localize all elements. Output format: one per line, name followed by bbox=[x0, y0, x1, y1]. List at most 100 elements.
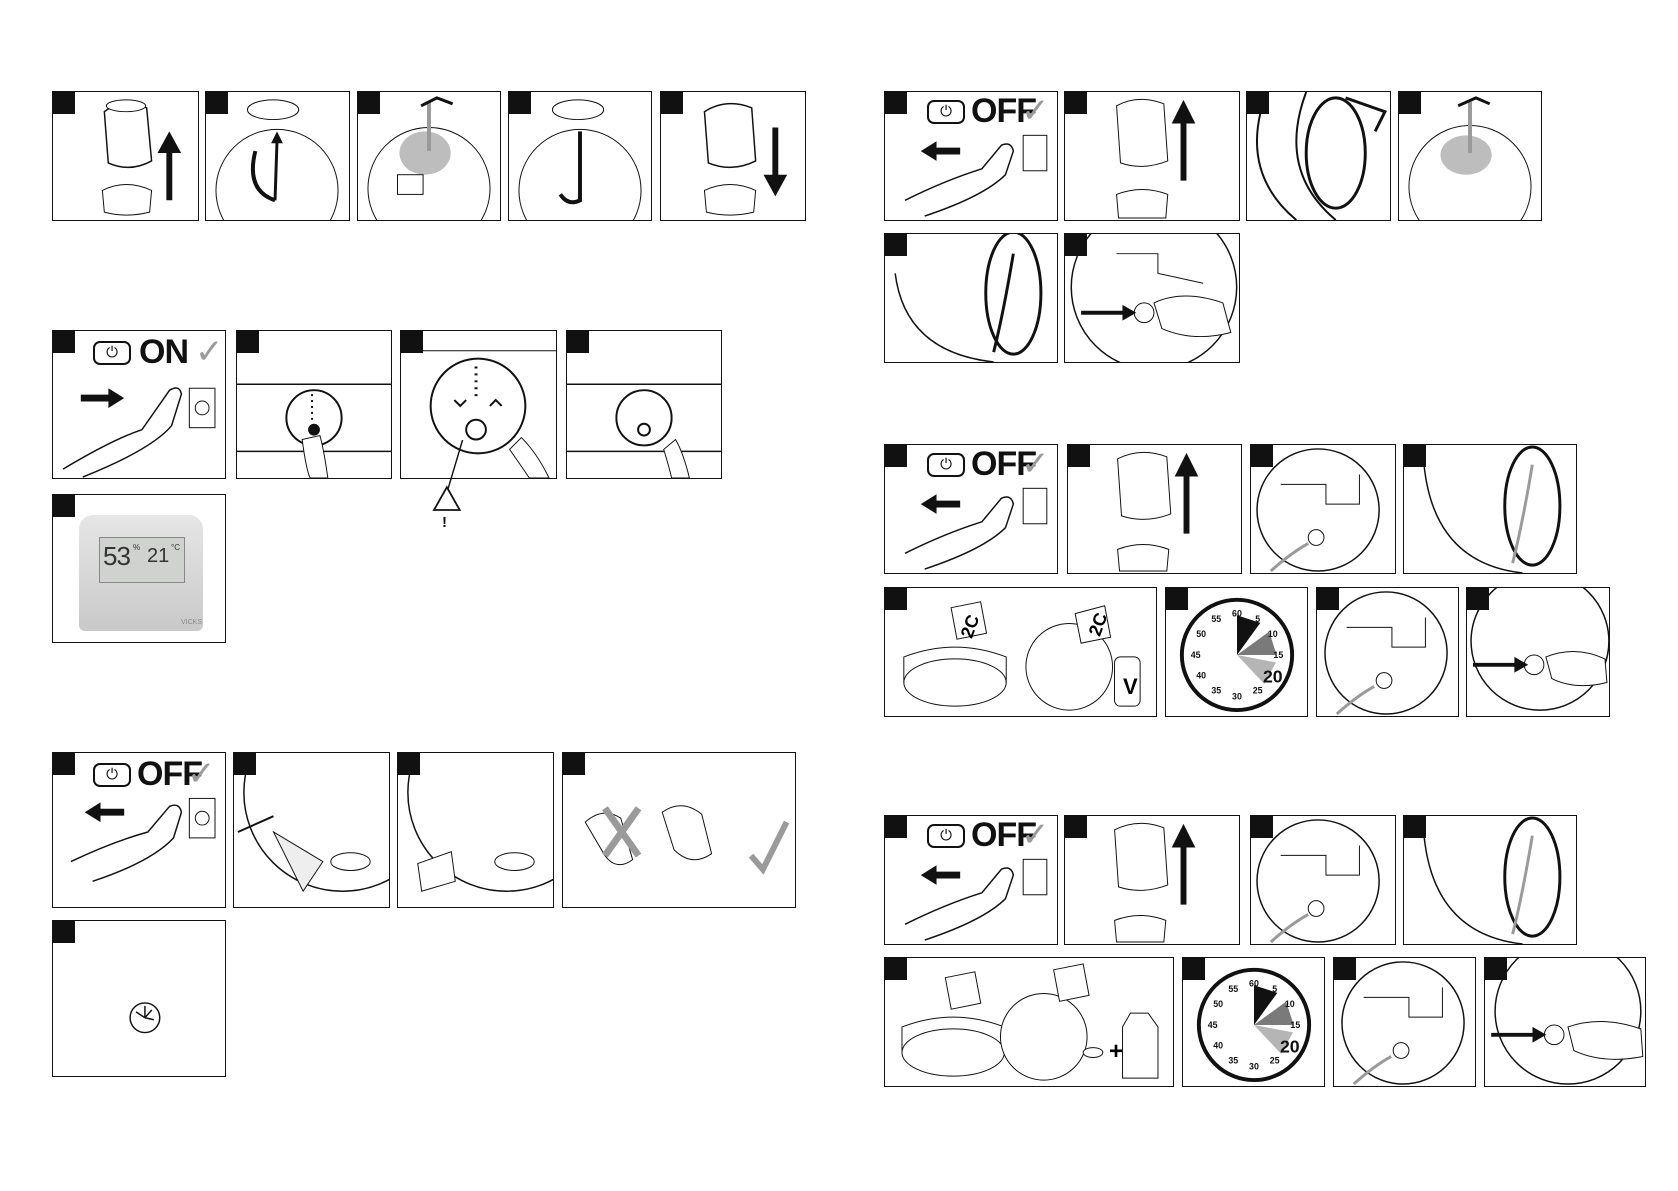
step-unplug-r1: ⏻ OFF ✓ bbox=[884, 91, 1058, 221]
check-icon: ✓ bbox=[1021, 447, 1050, 481]
step-marker bbox=[53, 92, 75, 114]
insert-pad-illustration bbox=[398, 753, 553, 907]
clock-number: 55 bbox=[1211, 614, 1221, 624]
check-icon: ✓ bbox=[1021, 94, 1050, 128]
warning-icon bbox=[424, 440, 484, 540]
step-marker bbox=[1065, 816, 1087, 838]
step-unplug: ⏻ OFF ✓ bbox=[52, 752, 226, 908]
step-marker bbox=[885, 234, 907, 256]
step-insert-pad bbox=[397, 752, 554, 908]
step-marker bbox=[1183, 958, 1205, 980]
step-marker bbox=[1399, 92, 1421, 114]
power-symbol-icon: ⏻ bbox=[927, 453, 965, 477]
step-marker bbox=[53, 921, 75, 943]
clock-number: 35 bbox=[1211, 686, 1221, 696]
step-remove-pad bbox=[233, 752, 390, 908]
step-marker bbox=[1404, 445, 1426, 467]
clock-number: 60 bbox=[1232, 609, 1242, 619]
vinegar-label: V bbox=[1123, 674, 1138, 700]
step-marker bbox=[1166, 588, 1188, 610]
humidity-unit: % bbox=[133, 543, 140, 552]
clock-number: 35 bbox=[1228, 1056, 1238, 1066]
power-symbol-icon: ⏻ bbox=[93, 341, 131, 365]
step-fill-water bbox=[357, 91, 501, 221]
step-tank-side-r2 bbox=[1403, 444, 1577, 574]
step-marker bbox=[1485, 958, 1507, 980]
step-marker bbox=[885, 816, 907, 838]
step-unplug-r2: ⏻ OFF ✓ bbox=[884, 444, 1058, 574]
pad-indicator-panel bbox=[52, 920, 226, 1077]
step-marker bbox=[1334, 958, 1356, 980]
step-unplug-r3: ⏻ OFF ✓ bbox=[884, 815, 1058, 945]
step-marker bbox=[237, 331, 259, 353]
warning-glyph: ! bbox=[442, 514, 447, 531]
clock-number: 10 bbox=[1268, 629, 1278, 639]
check-icon: ✓ bbox=[195, 335, 224, 369]
plus-sign: + bbox=[1109, 1038, 1123, 1066]
step-lift-tank-r1 bbox=[1064, 91, 1240, 221]
clock-number: 25 bbox=[1253, 686, 1263, 696]
step-vinegar-r2: 2C 2C V bbox=[884, 587, 1157, 717]
humidity-reading: 53 bbox=[103, 541, 130, 572]
clock-number: 55 bbox=[1228, 984, 1238, 994]
step-base-top-r2b bbox=[1316, 587, 1459, 717]
switch-on-label: ON bbox=[139, 335, 188, 369]
step-marker bbox=[885, 445, 907, 467]
step-marker bbox=[1065, 92, 1087, 114]
step-marker bbox=[234, 753, 256, 775]
clock-number: 40 bbox=[1196, 671, 1206, 681]
humidifier-lift-illustration bbox=[1068, 445, 1241, 573]
clock-number: 50 bbox=[1213, 999, 1223, 1009]
step-marker bbox=[206, 92, 228, 114]
clock-number: 25 bbox=[1270, 1056, 1280, 1066]
clock-number: 15 bbox=[1290, 1020, 1300, 1030]
pad-handling-illustration bbox=[563, 753, 795, 907]
clock-number: 40 bbox=[1213, 1041, 1223, 1051]
clock-number: 20 bbox=[1263, 667, 1283, 687]
hygrometer-display-panel: 53 % 21 °C VICKS bbox=[52, 494, 226, 643]
control-panel-adjust-illustration bbox=[567, 331, 721, 478]
step-marker bbox=[398, 753, 420, 775]
step-marker bbox=[53, 753, 75, 775]
pour-bleach-illustration bbox=[885, 958, 1173, 1086]
step-marker bbox=[401, 331, 423, 353]
wipe-base-illustration bbox=[1485, 958, 1645, 1086]
step-replace-tank bbox=[660, 91, 806, 221]
clock-number: 45 bbox=[1191, 650, 1201, 660]
pad-slot-illustration bbox=[234, 753, 389, 907]
clock-number: 10 bbox=[1285, 999, 1295, 1009]
step-hold-tank-r1 bbox=[1246, 91, 1391, 221]
step-wipe-r2 bbox=[1466, 587, 1610, 717]
clock-number: 5 bbox=[1272, 984, 1277, 994]
clock-number: 50 bbox=[1196, 629, 1206, 639]
step-marker bbox=[509, 92, 531, 114]
step-marker bbox=[885, 588, 907, 610]
step-marker bbox=[885, 958, 907, 980]
step-marker bbox=[885, 92, 907, 114]
step-marker bbox=[567, 331, 589, 353]
tank-side-illustration bbox=[1404, 445, 1576, 573]
step-marker bbox=[1065, 234, 1087, 256]
step-fill-water-r1 bbox=[1398, 91, 1542, 221]
step-close-lid bbox=[508, 91, 652, 221]
temperature-unit: °C bbox=[171, 543, 180, 552]
power-symbol-icon: ⏻ bbox=[93, 763, 131, 787]
step-base-top-r2 bbox=[1250, 444, 1396, 574]
step-marker bbox=[563, 753, 585, 775]
step-adjust-level bbox=[566, 330, 722, 479]
clock-number: 5 bbox=[1255, 614, 1260, 624]
brand-label: VICKS bbox=[181, 619, 202, 626]
power-symbol-icon: ⏻ bbox=[927, 100, 965, 124]
indicator-light-icon bbox=[53, 921, 225, 1076]
step-tank-side-r1 bbox=[884, 233, 1058, 363]
step-marker bbox=[1247, 92, 1269, 114]
step-press-power bbox=[236, 330, 392, 479]
step-marker bbox=[53, 331, 75, 353]
step-marker bbox=[1251, 816, 1273, 838]
step-marker bbox=[1467, 588, 1489, 610]
step-open-lid bbox=[205, 91, 350, 221]
step-marker bbox=[1404, 816, 1426, 838]
step-marker bbox=[661, 92, 683, 114]
humidifier-lift-illustration bbox=[1065, 816, 1239, 944]
temperature-reading: 21 bbox=[147, 545, 169, 568]
